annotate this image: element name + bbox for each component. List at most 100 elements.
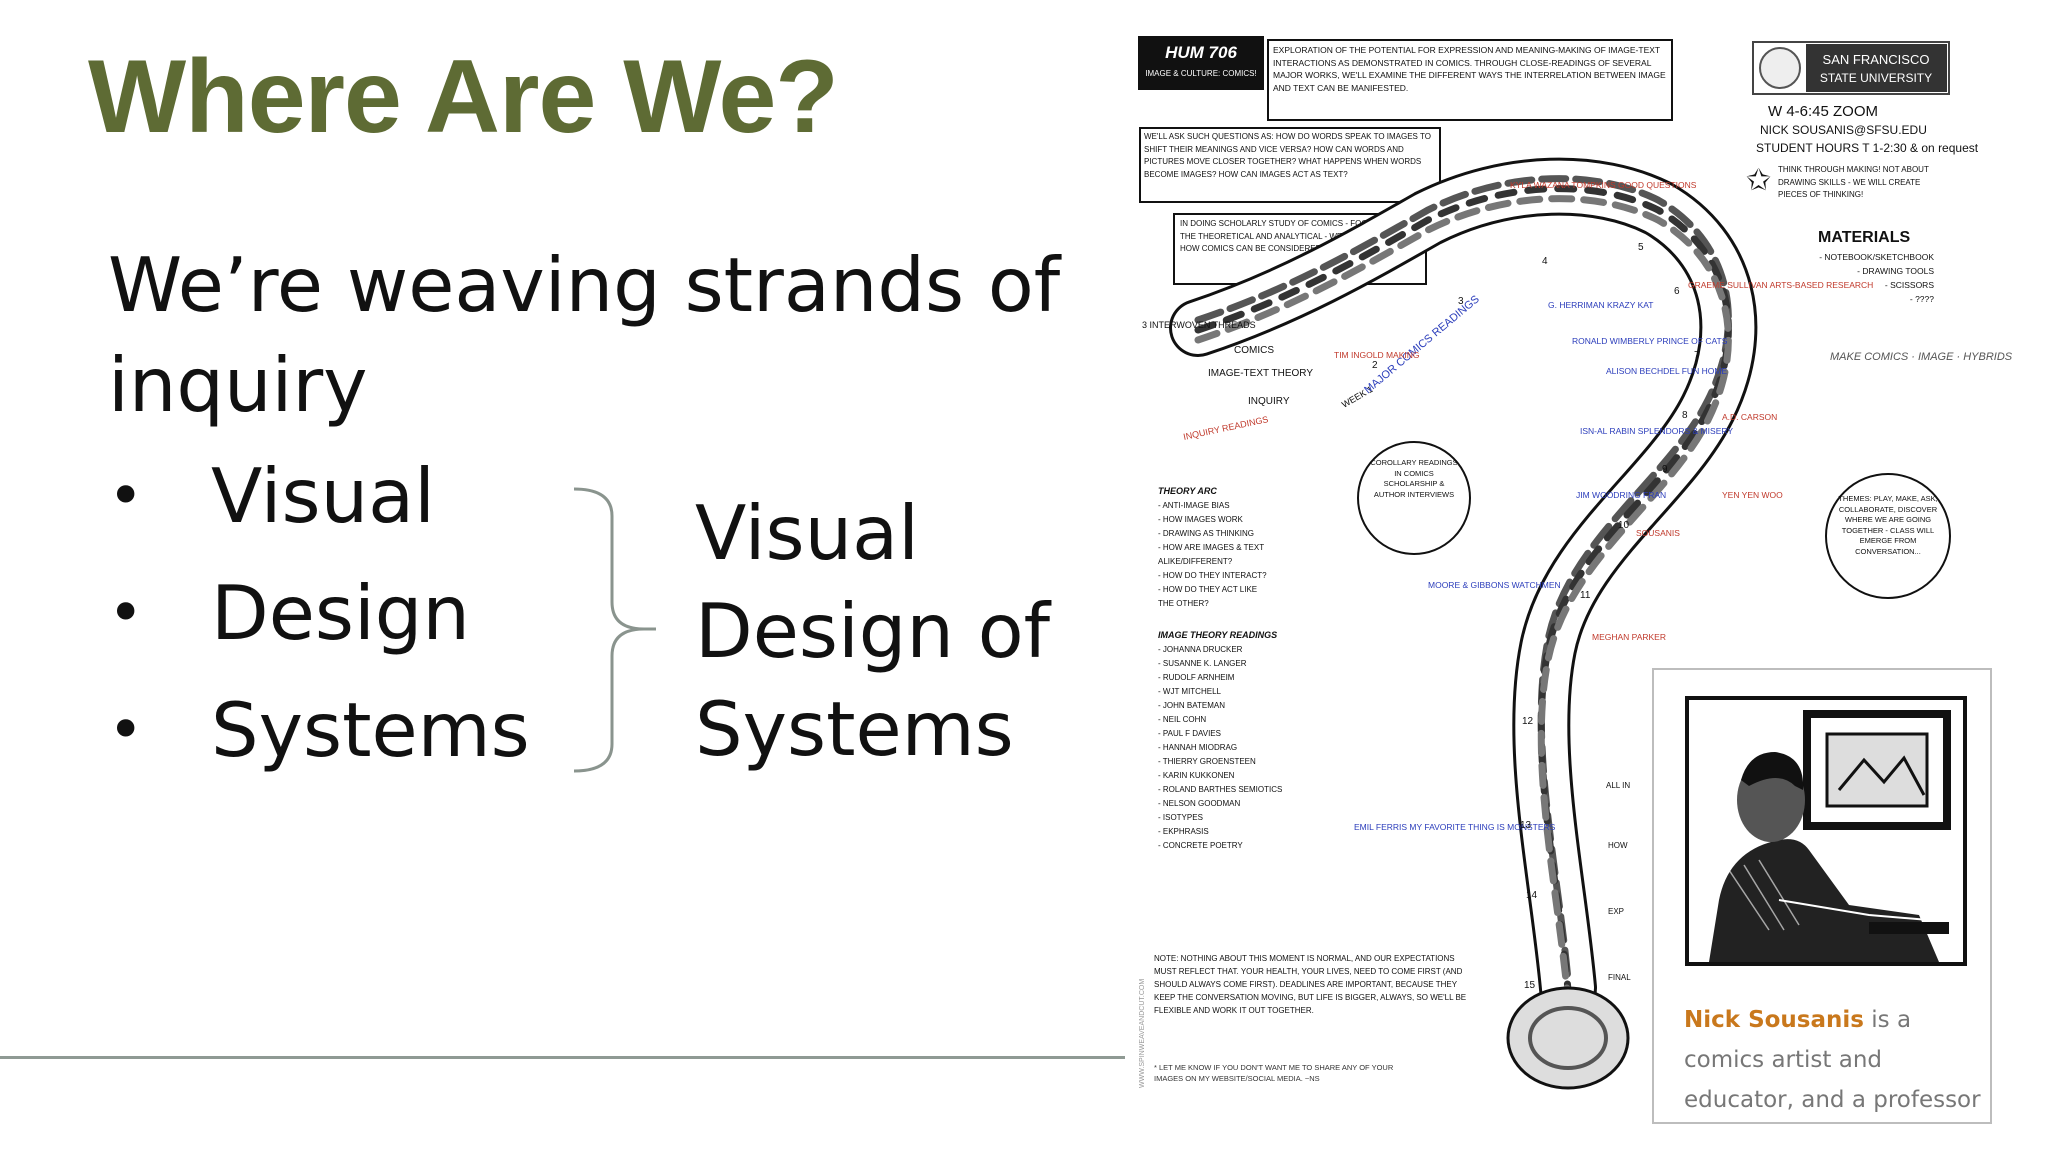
svg-text:15: 15 — [1524, 980, 1536, 991]
footer-divider — [0, 1056, 1125, 1059]
svg-text:SAN FRANCISCO: SAN FRANCISCO — [1823, 52, 1930, 67]
svg-text:COMICS: COMICS — [1234, 345, 1274, 356]
svg-text:- RUDOLF ARNHEIM: - RUDOLF ARNHEIM — [1158, 673, 1235, 682]
svg-text:THEORY ARC: THEORY ARC — [1158, 486, 1217, 496]
braided-thread-illustration — [1169, 157, 1758, 1090]
university-seal-icon — [1759, 47, 1801, 89]
course-tag — [1138, 36, 1264, 90]
svg-text:- KARIN KUKKONEN: - KARIN KUKKONEN — [1158, 771, 1235, 780]
svg-text:IMAGE THEORY READINGS: IMAGE THEORY READINGS — [1158, 630, 1277, 640]
themes-text: THEMES: PLAY, MAKE, ASK, COLLABORATE, DI… — [1838, 494, 1938, 556]
svg-text:YEN YEN WOO: YEN YEN WOO — [1722, 490, 1783, 500]
svg-text:- THIERRY GROENSTEEN: - THIERRY GROENSTEEN — [1158, 757, 1256, 766]
svg-text:- ANTI-IMAGE BIAS: - ANTI-IMAGE BIAS — [1158, 501, 1230, 510]
svg-text:8: 8 — [1682, 410, 1688, 421]
svg-text:6: 6 — [1674, 286, 1680, 297]
bullet-item: •Systems — [108, 680, 530, 797]
svg-text:IMAGE-TEXT THEORY: IMAGE-TEXT THEORY — [1208, 368, 1313, 379]
svg-text:7: 7 — [1694, 350, 1700, 361]
svg-text:12: 12 — [1522, 716, 1534, 727]
svg-text:- ROLAND BARTHES SEMIOTICS: - ROLAND BARTHES SEMIOTICS — [1158, 785, 1282, 794]
svg-text:2: 2 — [1372, 360, 1378, 371]
svg-text:- NEIL COHN: - NEIL COHN — [1158, 715, 1206, 724]
svg-text:- NOTEBOOK/SKETCHBOOK: - NOTEBOOK/SKETCHBOOK — [1819, 252, 1934, 262]
slide-title: Where Are We? — [88, 39, 839, 155]
svg-text:- NELSON GOODMAN: - NELSON GOODMAN — [1158, 799, 1240, 808]
svg-text:- CONCRETE POETRY: - CONCRETE POETRY — [1158, 841, 1243, 850]
svg-text:- JOHN BATEMAN: - JOHN BATEMAN — [1158, 701, 1225, 710]
svg-text:- EKPHRASIS: - EKPHRASIS — [1158, 827, 1209, 836]
making-note: THINK THROUGH MAKING! NOT ABOUT DRAWING … — [1778, 165, 1929, 199]
svg-text:ALIKE/DIFFERENT?: ALIKE/DIFFERENT? — [1158, 557, 1233, 566]
scholarly-text: IN DOING SCHOLARLY STUDY OF COMICS - FOC… — [1180, 219, 1420, 253]
svg-text:ALL IN: ALL IN — [1606, 781, 1630, 790]
bullet-item: •Visual — [108, 446, 530, 563]
corollary-text: COROLLARY READINGS IN COMICS SCHOLARSHIP… — [1370, 458, 1458, 499]
bullet-dot-icon: • — [108, 578, 144, 648]
svg-text:- DRAWING AS THINKING: - DRAWING AS THINKING — [1158, 529, 1254, 538]
svg-text:- WJT MITCHELL: - WJT MITCHELL — [1158, 687, 1222, 696]
artist-photo-card: Nick Sousanis is a comics artist and edu… — [1652, 668, 1992, 1124]
intro-text: We’re weaving strands of inquiry — [108, 241, 1061, 429]
svg-text:11: 11 — [1580, 590, 1591, 601]
svg-text:MOORE & GIBBONS WATCHMEN: MOORE & GIBBONS WATCHMEN — [1428, 580, 1561, 590]
artist-portrait-image — [1685, 696, 1967, 966]
week-numbers: 2 3 4 5 6 7 8 9 10 11 12 13 14 15 — [1372, 242, 1700, 991]
svg-text:10: 10 — [1618, 520, 1630, 531]
svg-text:4: 4 — [1542, 256, 1548, 267]
syllabus-comic-image: HUM 706 IMAGE & CULTURE: COMICS! EXPLORA… — [1128, 28, 2013, 1120]
svg-text:W 4-6:45 ZOOM: W 4-6:45 ZOOM — [1768, 103, 1878, 120]
svg-text:- HOW ARE IMAGES & TEXT: - HOW ARE IMAGES & TEXT — [1158, 543, 1264, 552]
footnote-text: * LET ME KNOW IF YOU DON'T WANT ME TO SH… — [1154, 1063, 1394, 1083]
svg-text:THE OTHER?: THE OTHER? — [1158, 599, 1209, 608]
svg-text:MAJOR COMICS READINGS: MAJOR COMICS READINGS — [1362, 293, 1482, 396]
svg-text:- HANNAH MIODRAG: - HANNAH MIODRAG — [1158, 743, 1237, 752]
svg-text:13: 13 — [1520, 820, 1532, 831]
svg-text:- HOW DO THEY ACT LIKE: - HOW DO THEY ACT LIKE — [1158, 585, 1257, 594]
svg-text:- ISOTYPES: - ISOTYPES — [1158, 813, 1203, 822]
course-description: EXPLORATION OF THE POTENTIAL FOR EXPRESS… — [1273, 45, 1666, 93]
bullet-item: •Design — [108, 563, 530, 680]
svg-text:JIM WOODRING FRAN: JIM WOODRING FRAN — [1576, 490, 1666, 500]
svg-text:FINAL: FINAL — [1608, 973, 1631, 982]
svg-text:STUDENT HOURS T 1-2:30 & on re: STUDENT HOURS T 1-2:30 & on request — [1756, 141, 1979, 155]
bullet-dot-icon: • — [108, 695, 144, 765]
svg-text:NICK SOUSANIS@SFSU.EDU: NICK SOUSANIS@SFSU.EDU — [1760, 123, 1927, 137]
svg-text:G. HERRIMAN KRAZY KAT: G. HERRIMAN KRAZY KAT — [1548, 300, 1653, 310]
artist-name-link[interactable]: Nick Sousanis — [1684, 1007, 1864, 1033]
svg-text:STATE UNIVERSITY: STATE UNIVERSITY — [1820, 71, 1932, 85]
svg-text:KYLA WAZANA TOMPKINS GOOD QUES: KYLA WAZANA TOMPKINS GOOD QUESTIONS — [1510, 180, 1697, 190]
svg-text:ISN-AL RABIN SPLENDORS & MISER: ISN-AL RABIN SPLENDORS & MISERY — [1580, 426, 1733, 436]
bullet-dot-icon: • — [108, 461, 144, 531]
svg-text:INQUIRY: INQUIRY — [1248, 396, 1290, 407]
hybrids-logo: MAKE COMICS · IMAGE · HYBRIDS — [1830, 351, 2013, 363]
artist-caption: Nick Sousanis is a comics artist and edu… — [1684, 1007, 1981, 1113]
svg-text:- HOW DO THEY INTERACT?: - HOW DO THEY INTERACT? — [1158, 571, 1267, 580]
summary-text: Visual Design of Systems — [695, 489, 1051, 773]
svg-text:5: 5 — [1638, 242, 1644, 253]
svg-text:GRAEME SULLIVAN ARTS-BASED RES: GRAEME SULLIVAN ARTS-BASED RESEARCH — [1688, 280, 1873, 290]
svg-text:INQUIRY READINGS: INQUIRY READINGS — [1182, 414, 1269, 442]
svg-text:- SUSANNE K. LANGER: - SUSANNE K. LANGER — [1158, 659, 1247, 668]
svg-text:9: 9 — [1662, 464, 1668, 475]
svg-text:- JOHANNA DRUCKER: - JOHANNA DRUCKER — [1158, 645, 1243, 654]
svg-text:MATERIALS: MATERIALS — [1818, 229, 1910, 246]
svg-text:TIM INGOLD MAKING: TIM INGOLD MAKING — [1334, 350, 1419, 360]
svg-text:WWW.SPINWEAVEANDCUT.COM: WWW.SPINWEAVEANDCUT.COM — [1139, 979, 1146, 1088]
questions-text: WE'LL ASK SUCH QUESTIONS AS: HOW DO WORD… — [1144, 132, 1431, 179]
right-brace-icon — [573, 487, 656, 773]
bullet-list: •Visual •Design •Systems — [108, 446, 530, 797]
svg-text:- ????: - ???? — [1910, 294, 1934, 304]
svg-text:ALISON BECHDEL FUN HOME: ALISON BECHDEL FUN HOME — [1606, 366, 1727, 376]
svg-text:MEGHAN PARKER: MEGHAN PARKER — [1592, 632, 1666, 642]
svg-text:3: 3 — [1458, 296, 1464, 307]
svg-text:- SCISSORS: - SCISSORS — [1885, 280, 1934, 290]
svg-text:HOW: HOW — [1608, 841, 1628, 850]
svg-text:IMAGE & CULTURE: COMICS!: IMAGE & CULTURE: COMICS! — [1145, 69, 1256, 78]
star-icon: ✩ — [1746, 164, 1771, 197]
svg-text:- DRAWING TOOLS: - DRAWING TOOLS — [1857, 266, 1934, 276]
svg-text:14: 14 — [1526, 890, 1538, 901]
svg-text:A.D. CARSON: A.D. CARSON — [1722, 412, 1777, 422]
svg-text:EXP: EXP — [1608, 907, 1624, 916]
svg-text:- PAUL F DAVIES: - PAUL F DAVIES — [1158, 729, 1221, 738]
